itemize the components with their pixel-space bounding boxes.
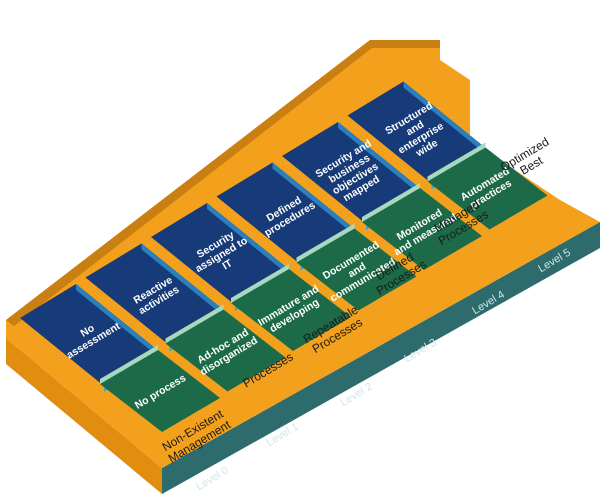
blue-tile-side — [76, 284, 160, 358]
green-tile — [427, 147, 548, 230]
green-tile — [100, 350, 220, 432]
base-left-face — [6, 338, 162, 494]
blue-tile-side — [338, 122, 422, 196]
top-rim — [6, 40, 440, 326]
blue-tile — [85, 243, 226, 346]
green-tile-edge — [296, 223, 355, 263]
blue-tile — [20, 284, 160, 386]
tiles-layer — [20, 81, 548, 432]
green-tile-edge — [427, 142, 486, 182]
blue-tile-side — [141, 243, 226, 318]
level-band — [162, 222, 600, 494]
blue-tile-side — [272, 162, 357, 237]
green-tile — [165, 309, 286, 392]
green-tile-edge — [165, 304, 224, 344]
blue-tile — [347, 81, 488, 184]
green-tile — [231, 269, 351, 351]
green-tile — [296, 228, 417, 311]
blue-tile — [216, 162, 357, 265]
green-tile — [362, 188, 482, 270]
blue-tile-side — [207, 203, 291, 277]
green-tile-edge — [231, 264, 289, 303]
green-tile-edge — [362, 183, 420, 222]
blue-tile — [282, 122, 422, 224]
blue-tile — [151, 203, 291, 305]
blue-tile-side — [403, 81, 488, 156]
green-tile-edge — [100, 345, 158, 384]
